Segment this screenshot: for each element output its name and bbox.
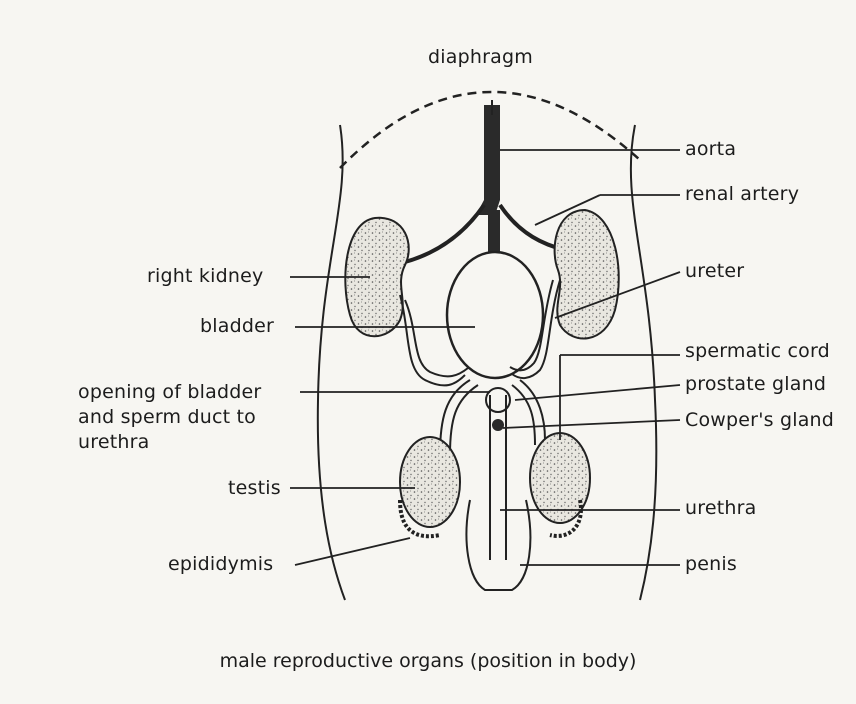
diagram-caption: male reproductive organs (position in bo… xyxy=(0,650,856,672)
penis xyxy=(466,500,530,590)
label-bladder: bladder xyxy=(200,315,274,337)
label-opening-bladder: opening of bladder and sperm duct to ure… xyxy=(78,380,298,455)
label-prostate-gland: prostate gland xyxy=(685,373,826,395)
label-renal-artery: renal artery xyxy=(685,183,799,205)
spermatic-cord-right-b xyxy=(512,385,535,445)
testis-right xyxy=(400,437,460,527)
label-diaphragm: diaphragm xyxy=(428,46,533,68)
cowpers-gland xyxy=(492,419,504,431)
label-right-kidney: right kidney xyxy=(147,265,263,287)
label-epididymis: epididymis xyxy=(168,553,273,575)
left-kidney xyxy=(555,210,619,339)
bladder xyxy=(447,252,543,378)
renal-artery-left xyxy=(405,205,484,262)
label-urethra: urethra xyxy=(685,497,756,519)
label-testis: testis xyxy=(228,477,281,499)
label-aorta: aorta xyxy=(685,138,736,160)
aorta xyxy=(476,105,500,215)
label-penis: penis xyxy=(685,553,737,575)
spermatic-cord-right xyxy=(520,380,545,440)
label-ureter: ureter xyxy=(685,260,744,282)
aorta-lower xyxy=(488,210,500,255)
label-spermatic-cord: spermatic cord xyxy=(685,340,830,362)
label-cowpers-gland: Cowper's gland xyxy=(685,409,834,431)
body-outline-left xyxy=(318,125,345,600)
body-outline-right xyxy=(631,125,656,600)
